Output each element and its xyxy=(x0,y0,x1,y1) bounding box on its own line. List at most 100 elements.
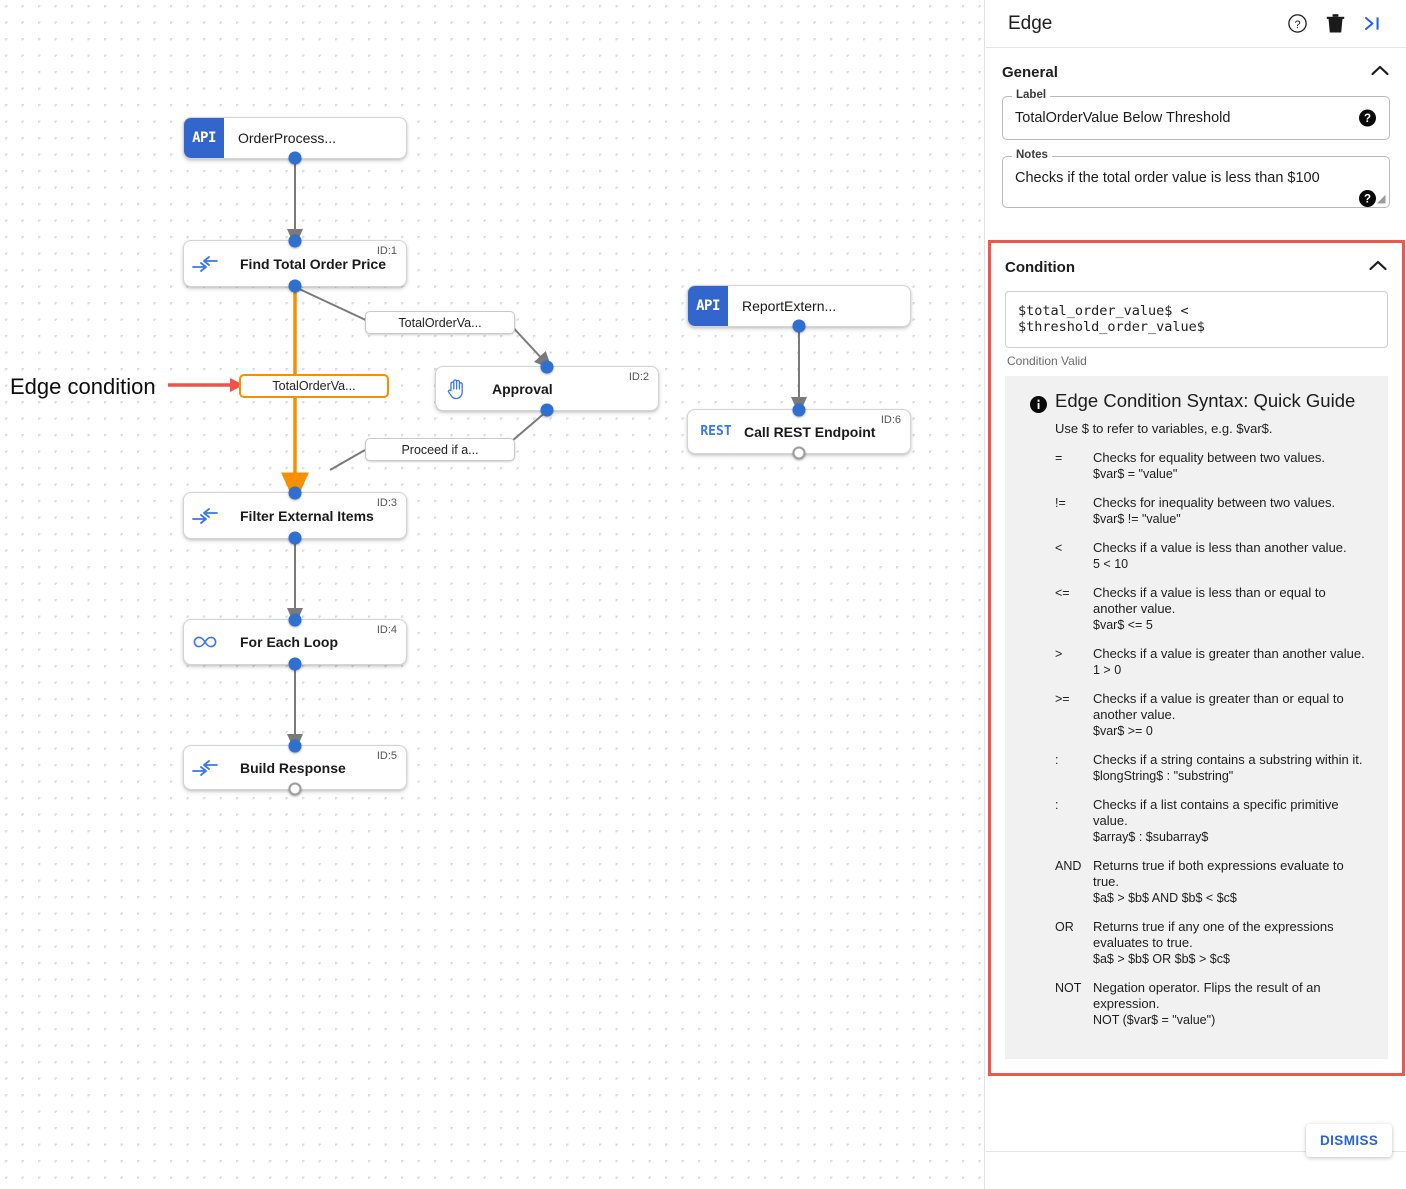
dismiss-button[interactable]: DISMISS xyxy=(1306,1124,1393,1157)
operator-symbol: NOT xyxy=(1055,981,1082,995)
operator-example: $var$ <= 5 xyxy=(1093,618,1153,632)
output-port[interactable] xyxy=(288,279,302,293)
guide-header: Edge Condition Syntax: Quick Guide xyxy=(1021,390,1372,413)
operator-description: Checks for inequality between two values… xyxy=(1093,495,1336,510)
condition-expression-input[interactable]: $total_order_value$ < $threshold_order_v… xyxy=(1005,291,1388,348)
svg-text:?: ? xyxy=(1294,19,1300,31)
input-port[interactable] xyxy=(540,360,554,374)
chevron-up-icon[interactable] xyxy=(1370,64,1390,81)
resize-grip-icon[interactable]: ◣ xyxy=(1376,193,1385,205)
operator-row: < Checks if a value is less than another … xyxy=(1055,540,1372,573)
operator-example: 5 < 10 xyxy=(1093,557,1129,571)
input-port[interactable] xyxy=(288,739,302,753)
node-title: Build Response xyxy=(240,759,346,776)
node-filter-external-items[interactable]: Filter External Items ID:3 xyxy=(183,486,407,545)
api-badge: API xyxy=(688,286,728,326)
label-field-legend: Label xyxy=(1012,89,1051,101)
help-icon[interactable]: ? xyxy=(1282,9,1312,39)
operator-description: Checks for equality between two values. xyxy=(1093,450,1325,465)
operator-symbol: > xyxy=(1055,647,1063,661)
workflow-canvas[interactable]: API OrderProcess... Find Total Order Pri… xyxy=(0,0,985,1189)
node-title: Approval xyxy=(492,380,553,397)
node-title: ReportExtern... xyxy=(742,298,837,314)
node-call-rest-endpoint[interactable]: REST Call REST Endpoint ID:6 xyxy=(687,403,911,460)
input-port[interactable] xyxy=(288,613,302,627)
operator-example: $var$ >= 0 xyxy=(1093,724,1153,738)
node-order-process[interactable]: API OrderProcess... xyxy=(183,117,407,165)
output-port[interactable] xyxy=(288,151,302,165)
converge-arrows-icon xyxy=(184,507,226,524)
info-icon xyxy=(1021,390,1055,413)
chevron-up-icon[interactable] xyxy=(1368,259,1388,276)
operator-example: $array$ : $subarray$ xyxy=(1093,830,1209,844)
output-port[interactable] xyxy=(792,446,806,460)
operator-description: Checks if a value is less than another v… xyxy=(1093,540,1347,555)
operator-example: $var$ = "value" xyxy=(1093,467,1178,481)
node-id-label: ID:6 xyxy=(880,414,901,426)
operator-description: Checks if a value is greater than or equ… xyxy=(1093,691,1344,722)
node-report-extern[interactable]: API ReportExtern... xyxy=(687,285,911,333)
panel-header: Edge ? xyxy=(986,0,1406,48)
edge-label-total-order-value-selected[interactable]: TotalOrderVa... xyxy=(239,374,389,398)
operator-symbol: : xyxy=(1055,798,1059,812)
general-section-header[interactable]: General xyxy=(1002,48,1390,96)
output-port[interactable] xyxy=(288,657,302,671)
operator-description: Checks if a string contains a substring … xyxy=(1093,752,1363,767)
node-id-label: ID:5 xyxy=(376,750,397,762)
label-help-icon[interactable]: ? xyxy=(1359,109,1376,127)
operator-example: NOT ($var$ = "value") xyxy=(1093,1013,1216,1027)
delete-icon[interactable] xyxy=(1320,9,1350,39)
node-title: Call REST Endpoint xyxy=(744,423,876,440)
operator-symbol: AND xyxy=(1055,859,1082,873)
rest-badge: REST xyxy=(700,424,732,439)
guide-title: Edge Condition Syntax: Quick Guide xyxy=(1055,390,1356,411)
converge-arrows-icon xyxy=(184,255,226,272)
operator-body: Negation operator. Flips the result of a… xyxy=(1093,980,1372,1029)
condition-validity-status: Condition Valid xyxy=(1007,354,1087,368)
output-port[interactable] xyxy=(540,403,554,417)
operator-body: Checks if a string contains a substring … xyxy=(1093,752,1372,785)
output-port[interactable] xyxy=(288,782,302,796)
operator-example: $longString$ : "substring" xyxy=(1093,769,1234,783)
edge-label-proceed-if[interactable]: Proceed if a... xyxy=(365,438,515,461)
operator-body: Checks if a value is greater than anothe… xyxy=(1093,646,1372,679)
node-title: Filter External Items xyxy=(240,507,374,524)
edge-label-total-order-value-top[interactable]: TotalOrderVa... xyxy=(365,311,515,334)
notes-field[interactable]: Notes Checks if the total order value is… xyxy=(1002,149,1390,208)
input-port[interactable] xyxy=(792,403,806,417)
condition-section-header[interactable]: Condition xyxy=(1005,243,1388,291)
hand-icon xyxy=(436,378,478,400)
operator-body: Checks if a value is greater than or equ… xyxy=(1093,691,1372,740)
node-id-label: ID:1 xyxy=(376,245,397,257)
operator-list: =Checks for equality between two values.… xyxy=(1021,450,1372,1029)
label-field[interactable]: Label TotalOrderValue Below Threshold ? xyxy=(1002,89,1390,140)
label-field-value: TotalOrderValue Below Threshold xyxy=(1015,110,1231,126)
condition-heading: Condition xyxy=(1005,258,1075,276)
operator-example: $a$ > $b$ AND $b$ < $c$ xyxy=(1093,891,1237,905)
node-for-each-loop[interactable]: For Each Loop ID:4 xyxy=(183,613,407,671)
output-port[interactable] xyxy=(288,531,302,545)
api-badge: API xyxy=(184,118,224,158)
node-build-response[interactable]: Build Response ID:5 xyxy=(183,739,407,796)
input-port[interactable] xyxy=(288,234,302,248)
notes-field-value: Checks if the total order value is less … xyxy=(1015,170,1320,186)
operator-row: :Checks if a list contains a specific pr… xyxy=(1055,797,1372,846)
infinity-icon xyxy=(184,634,226,650)
notes-help-icon[interactable]: ? xyxy=(1359,190,1376,207)
node-id-label: ID:3 xyxy=(376,497,397,509)
node-find-total-order-price[interactable]: Find Total Order Price ID:1 xyxy=(183,234,407,293)
node-id-label: ID:4 xyxy=(376,624,397,636)
edge-label-text: Proceed if a... xyxy=(401,442,479,457)
operator-row: =Checks for equality between two values.… xyxy=(1055,450,1372,483)
input-port[interactable] xyxy=(288,486,302,500)
node-title: OrderProcess... xyxy=(238,130,337,146)
output-port[interactable] xyxy=(792,319,806,333)
operator-symbol: >= xyxy=(1055,692,1070,706)
svg-text:?: ? xyxy=(1364,113,1371,125)
collapse-panel-icon[interactable] xyxy=(1358,9,1388,39)
node-approval[interactable]: Approval ID:2 xyxy=(435,360,659,417)
operator-row: NOT Negation operator. Flips the result o… xyxy=(1055,980,1372,1029)
operator-symbol: < xyxy=(1055,541,1063,555)
edge-condition-syntax-guide: Edge Condition Syntax: Quick Guide Use $… xyxy=(1005,376,1388,1059)
